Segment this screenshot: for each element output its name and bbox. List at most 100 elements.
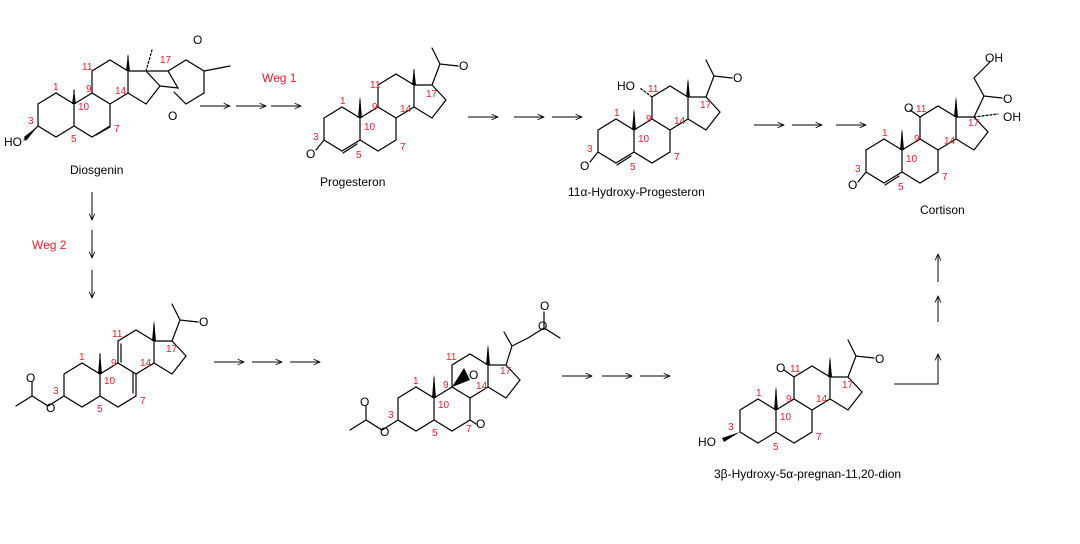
progesteron-num-17: 17 (426, 89, 438, 100)
cortison-num-5: 5 (898, 182, 904, 193)
hydroxy-progesteron-label: 11α-Hydroxy-Progesteron (568, 185, 705, 199)
cortison-oh-21: OH (985, 51, 1003, 65)
weg2-int2-num-5: 5 (432, 428, 438, 439)
progesteron-wedge-10 (358, 96, 362, 118)
weg2-int2-o-carbonyl3: O (360, 395, 369, 409)
diosgenin-wedge-ho (24, 126, 38, 141)
cortison-wedge-10 (900, 128, 904, 150)
hydroxy-progesteron-num-5: 5 (630, 162, 636, 173)
diosgenin-num-11: 11 (82, 62, 93, 73)
diosgenin-num-10: 10 (78, 102, 90, 113)
weg2-int2-num-9: 9 (443, 380, 449, 391)
weg2-int1-o-20: O (199, 315, 208, 329)
dion-num-9: 9 (786, 394, 792, 405)
diosgenin-wedge-10 (72, 90, 76, 104)
weg2-int1-wedge-13 (152, 320, 156, 341)
diosgenin-label: Diosgenin (70, 163, 123, 177)
dion-num-3: 3 (728, 422, 734, 433)
hydroxy-progesteron-num-17: 17 (700, 100, 712, 111)
cortison-o-11: O (904, 101, 913, 115)
progesteron-num-10: 10 (364, 122, 376, 133)
progesteron-num-7: 7 (400, 142, 406, 153)
hydroxy-progesteron-num-3: 3 (587, 144, 593, 155)
weg2-int1-num-14: 14 (140, 358, 152, 369)
weg2-intermediate-2: O O O O O O 1 3 5 7 9 10 11 14 17 (349, 299, 561, 439)
weg2-int1-num-5: 5 (97, 404, 103, 415)
progesteron-num-11: 11 (370, 80, 381, 91)
dion-num-5: 5 (773, 442, 779, 453)
weg2-int2-num-11: 11 (446, 352, 457, 363)
weg2-int2-num-1: 1 (413, 376, 419, 387)
dion-num-11: 11 (790, 364, 801, 375)
hydroxy-progesteron-structure: HO O O 1 3 5 7 9 10 11 14 17 11α-Hydroxy… (568, 59, 742, 199)
weg2-int1-num-9: 9 (111, 358, 117, 369)
dion-wedge-13 (828, 356, 832, 377)
dion-num-17: 17 (842, 380, 854, 391)
weg2-int1-num-7: 7 (140, 396, 146, 407)
weg2-int2-bonds (349, 311, 561, 432)
weg2-int1-num-17: 17 (166, 344, 178, 355)
progesteron-o-20: O (459, 59, 468, 73)
hydroxy-progesteron-num-10: 10 (638, 134, 650, 145)
progesteron-label: Progesteron (320, 175, 385, 189)
weg2-int2-num-3: 3 (388, 410, 394, 421)
diosgenin-num-5: 5 (71, 134, 77, 145)
hydroxy-progesteron-num-14: 14 (674, 116, 686, 127)
cortison-num-1: 1 (882, 128, 888, 139)
dion-wedge-ho (722, 432, 740, 442)
weg2-int2-wedge-13 (486, 344, 490, 365)
weg2-int1-o-ester: O (46, 401, 55, 415)
dion-o-11: O (776, 361, 785, 375)
progesteron-o-3: O (306, 147, 315, 161)
hydroxy-progesteron-num-9: 9 (646, 114, 652, 125)
hydroxy-progesteron-num-7: 7 (674, 152, 680, 163)
cortison-num-3: 3 (855, 164, 861, 175)
weg2-arrows: Weg 2 (32, 192, 92, 298)
hydroxy-progesteron-wedge-13 (686, 78, 690, 97)
weg2-int1-wedge-10 (98, 352, 102, 374)
diosgenin-o-ring: O (168, 109, 177, 123)
progesteron-num-9: 9 (372, 102, 378, 113)
weg2-int2-num-17: 17 (500, 366, 512, 377)
dion-structure: HO O O 1 3 5 7 9 10 11 14 17 3β-Hydroxy-… (698, 339, 901, 481)
progesteron-num-3: 3 (313, 132, 319, 143)
weg1-arrows: Weg 1 (200, 71, 301, 106)
hydroxy-progesteron-num-1: 1 (614, 108, 620, 119)
cortison-o-3: O (848, 178, 857, 192)
weg2-int1-num-1: 1 (79, 352, 85, 363)
hydroxy-progesteron-hash-11 (639, 87, 653, 98)
weg2-int1-o-carbonyl: O (26, 371, 35, 385)
progesteron-structure: O O 1 3 5 7 9 10 11 14 17 Progesteron (306, 47, 468, 189)
dion-label: 3β-Hydroxy-5α-pregnan-11,20-dion (714, 467, 901, 481)
hydroxy-progesteron-o-3: O (580, 159, 589, 173)
diosgenin-structure: HO O O 1 3 5 7 9 10 11 14 17 Diosgenin (4, 33, 231, 177)
weg2-label: Weg 2 (32, 238, 67, 252)
diosgenin-wedge-13 (126, 54, 130, 71)
diosgenin-num-17: 17 (160, 55, 172, 66)
dion-num-1: 1 (756, 388, 762, 399)
progesteron-bonds (315, 47, 459, 154)
cortison-structure: OH O OH O O 1 3 5 7 9 10 11 14 17 Cortis… (848, 51, 1021, 217)
weg2-int1-bonds (15, 303, 199, 408)
weg2-int2-o-7: O (476, 417, 485, 431)
arrow-bend (894, 354, 938, 385)
diosgenin-ho: HO (4, 135, 22, 149)
diosgenin-num-14: 14 (115, 86, 127, 97)
progesteron-num-5: 5 (356, 150, 362, 161)
progesteron-num-1: 1 (340, 96, 346, 107)
dion-ho: HO (698, 435, 716, 449)
hydroxy-progesteron-ho: HO (617, 79, 635, 93)
dion-o-20: O (875, 352, 884, 366)
dion-num-10: 10 (780, 412, 792, 423)
diosgenin-num-1: 1 (53, 82, 59, 93)
diosgenin-num-3: 3 (28, 116, 34, 127)
weg2-int2-epoxide (452, 368, 470, 387)
progesteron-num-14: 14 (400, 104, 412, 115)
cortison-hash-17 (973, 113, 999, 118)
weg2-int2-o-ester3: O (380, 425, 389, 439)
weg2-int2-num-14: 14 (476, 381, 488, 392)
weg2-int1-num-3: 3 (53, 386, 59, 397)
hydroxy-progesteron-o-20: O (733, 71, 742, 85)
